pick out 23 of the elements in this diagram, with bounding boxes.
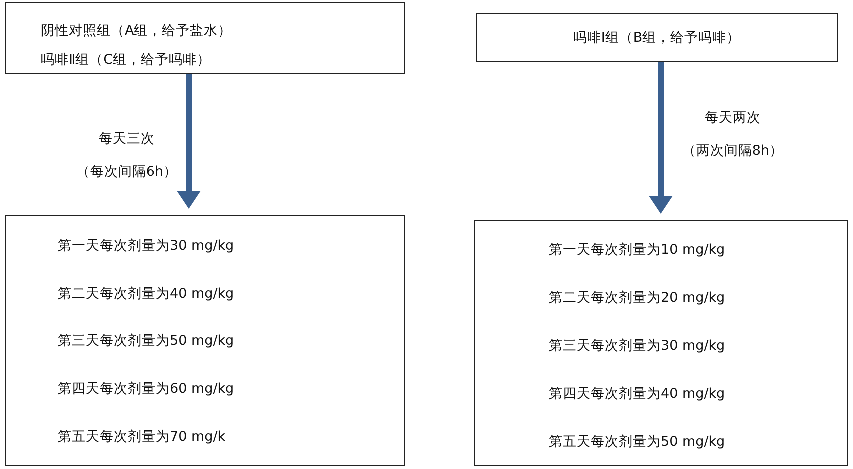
text-box	[474, 220, 848, 466]
arrow	[649, 62, 673, 214]
text-line: 阴性对照组（A组，给予盐水）	[41, 23, 232, 39]
text-line: 第五天每次剂量为70 mg/k	[58, 429, 226, 445]
arrow	[177, 74, 201, 209]
text-line: 第四天每次剂量为60 mg/kg	[58, 381, 234, 397]
text-line: 第四天每次剂量为40 mg/kg	[549, 386, 726, 402]
annotation-text: 每天两次	[705, 110, 761, 126]
text-box	[5, 2, 405, 74]
text-line: 第二天每次剂量为40 mg/kg	[58, 286, 234, 302]
text-line: 第三天每次剂量为30 mg/kg	[549, 338, 726, 354]
text-line: 第一天每次剂量为10 mg/kg	[549, 242, 726, 258]
annotation-text: （两次间隔8h）	[682, 143, 784, 159]
text-line: 吗啡Ⅱ组（C组，给予吗啡）	[41, 52, 212, 68]
text-line: 吗啡Ⅰ组（B组，给予吗啡）	[572, 30, 742, 46]
annotation-text: 每天三次	[99, 131, 155, 147]
text-box	[476, 13, 838, 62]
text-line: 第五天每次剂量为50 mg/kg	[549, 434, 726, 450]
annotation-text: （每次间隔6h）	[76, 164, 178, 180]
text-line: 第三天每次剂量为50 mg/kg	[58, 333, 234, 349]
text-line: 第一天每次剂量为30 mg/kg	[58, 238, 234, 254]
text-box	[5, 215, 405, 466]
text-line: 第二天每次剂量为20 mg/kg	[549, 290, 726, 306]
